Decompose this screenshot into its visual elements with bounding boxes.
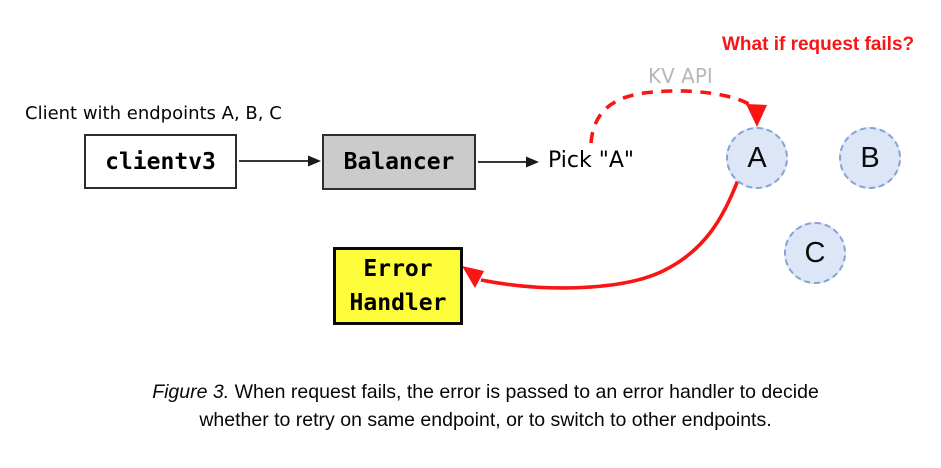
- node-error-handler: Error Handler: [333, 247, 463, 325]
- endpoint-circle-a: A: [726, 127, 788, 189]
- caption-line-1: Figure 3. When request fails, the error …: [30, 378, 941, 406]
- figure-caption: Figure 3. When request fails, the error …: [30, 378, 941, 434]
- arrowhead-balancer-to-pick: [526, 156, 539, 168]
- pick-a-label: Pick "A": [548, 148, 635, 173]
- node-balancer: Balancer: [322, 134, 476, 190]
- arrow-failure-to-handler: [480, 179, 740, 290]
- arrowhead-failure-to-handler: [462, 266, 484, 288]
- endpoint-a-label: A: [747, 141, 767, 174]
- error-handler-label-line2: Handler: [349, 290, 447, 316]
- error-handler-label-line1: Error: [363, 256, 433, 282]
- endpoint-circle-b: B: [839, 127, 901, 189]
- caption-line-1-text: When request fails, the error is passed …: [234, 381, 819, 403]
- caption-line-2: whether to retry on same endpoint, or to…: [199, 409, 772, 431]
- client-endpoints-note: Client with endpoints A, B, C: [25, 103, 282, 124]
- node-clientv3: clientv3: [84, 134, 237, 189]
- kv-api-label: KV API: [648, 64, 713, 88]
- arrowhead-kv-api-request: [746, 104, 767, 127]
- endpoint-circle-c: C: [784, 222, 846, 284]
- endpoint-b-label: B: [860, 141, 880, 174]
- endpoint-c-label: C: [804, 236, 826, 269]
- arrow-kv-api-request: [589, 89, 755, 144]
- caption-figure-number: Figure 3.: [152, 381, 230, 403]
- arrowhead-client-to-balancer: [308, 155, 321, 167]
- fail-question-label: What if request fails?: [722, 34, 915, 55]
- node-balancer-label: Balancer: [343, 149, 455, 175]
- node-clientv3-label: clientv3: [105, 148, 216, 175]
